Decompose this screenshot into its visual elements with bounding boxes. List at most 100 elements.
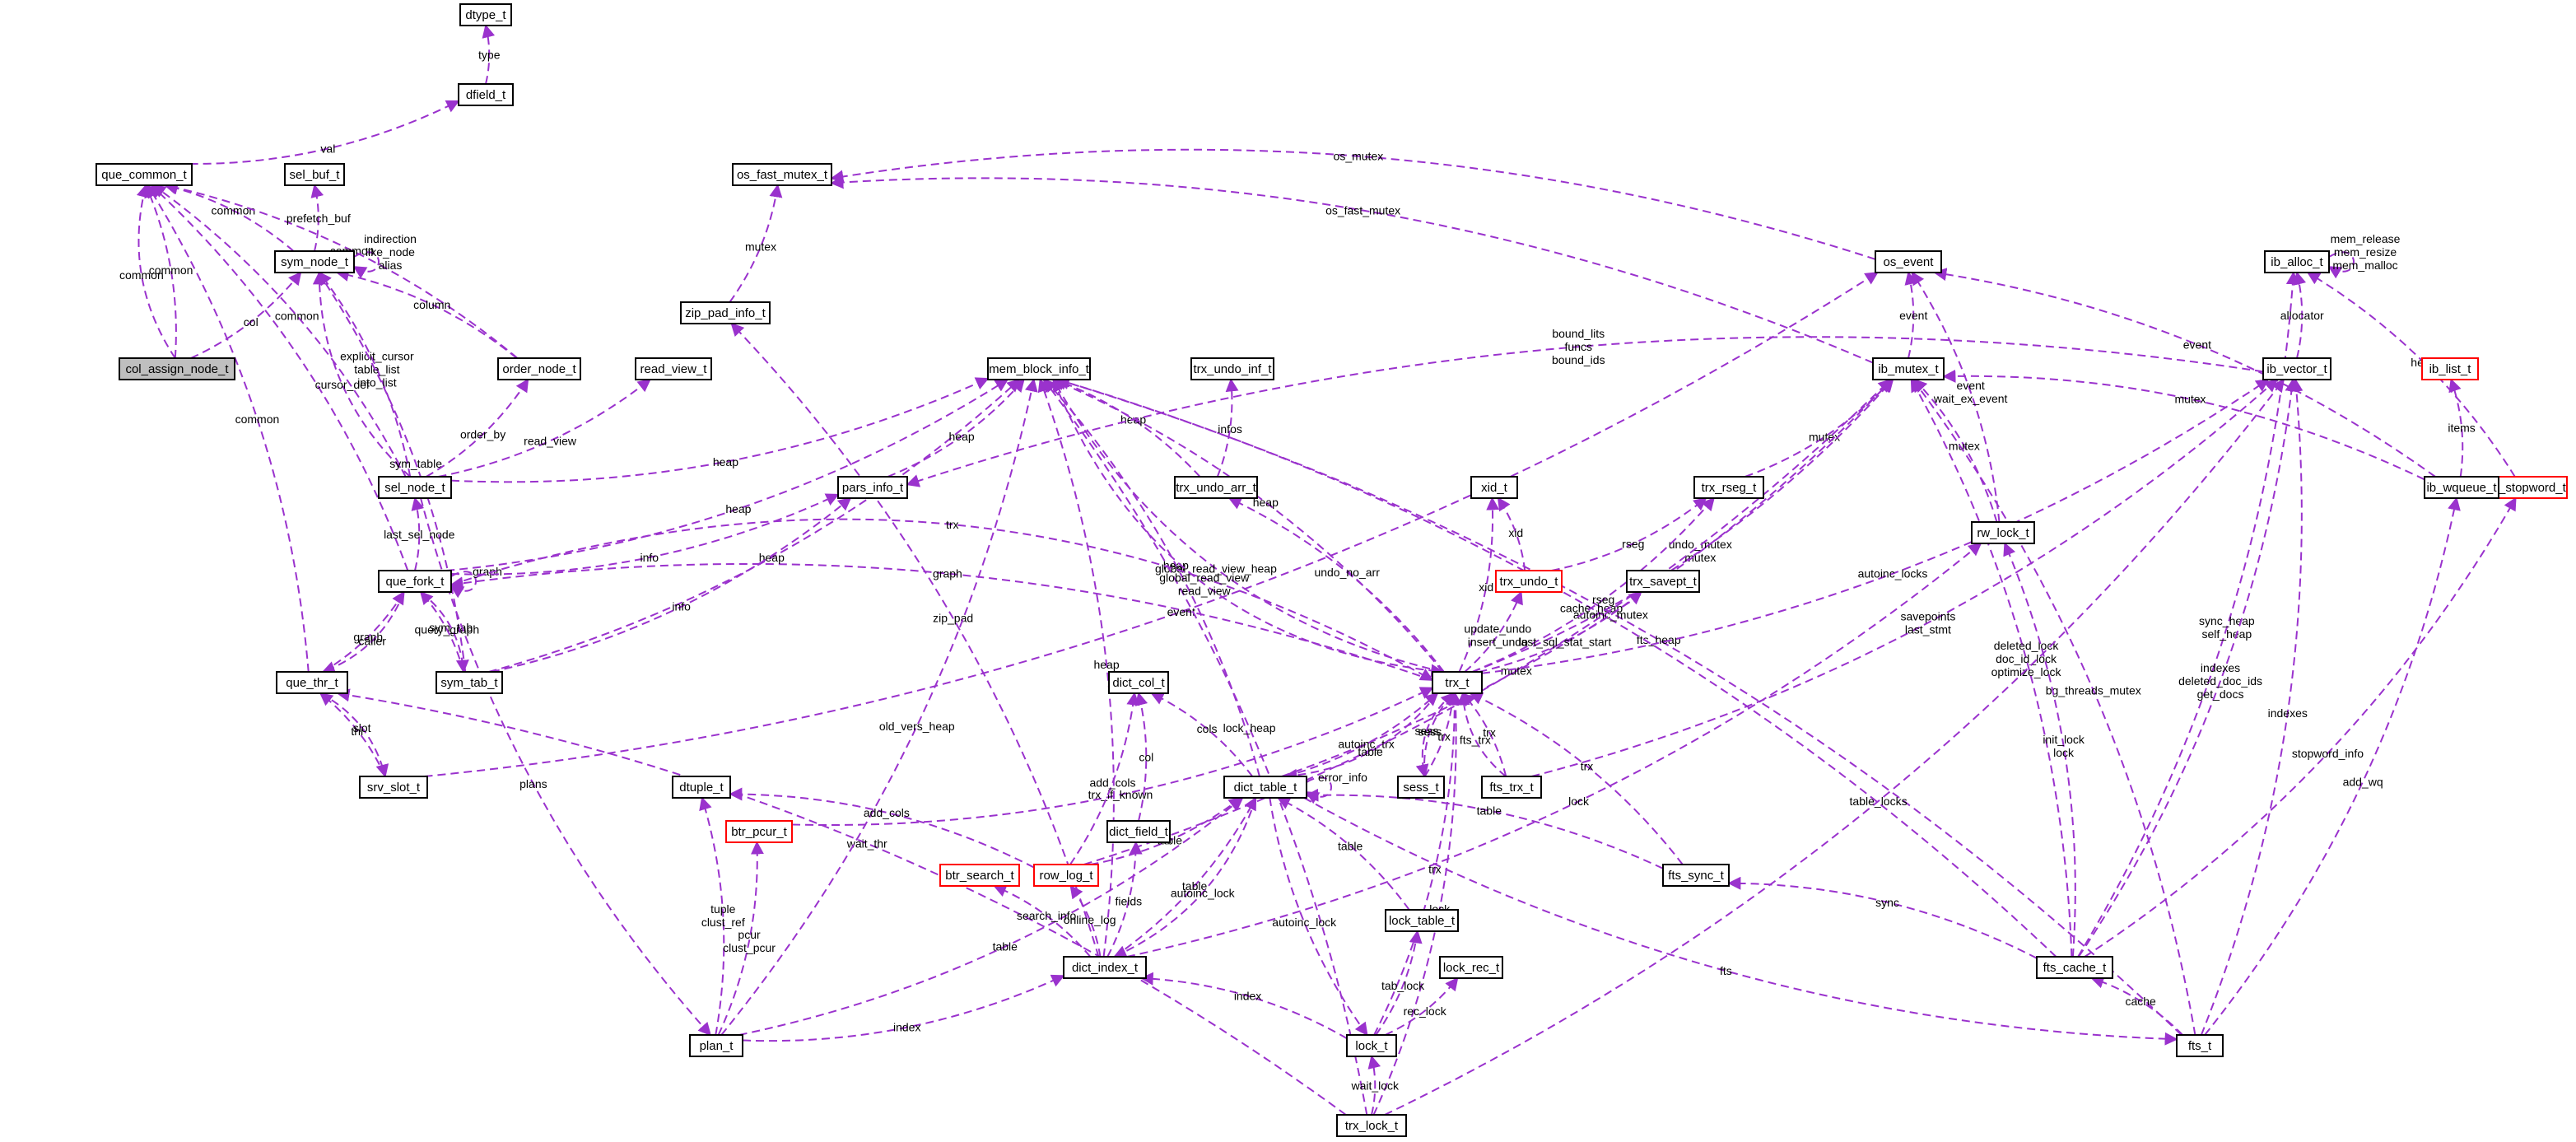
node-box[interactable] (1385, 909, 1459, 932)
node-box[interactable] (680, 301, 771, 324)
node-box[interactable] (458, 83, 514, 106)
node-ib_list_t[interactable]: ib_list_t (2421, 357, 2479, 380)
node-que_common_t[interactable]: que_common_t (95, 163, 193, 186)
node-dict_col_t[interactable]: dict_col_t (1108, 671, 1169, 694)
node-trx_t[interactable]: trx_t (1432, 671, 1483, 694)
node-plan_t[interactable]: plan_t (689, 1034, 743, 1057)
node-box[interactable] (725, 820, 793, 843)
node-box[interactable] (2424, 476, 2499, 499)
node-box[interactable] (1190, 357, 1274, 380)
node-box[interactable] (1108, 671, 1169, 694)
node-box[interactable] (1336, 1114, 1407, 1137)
node-box[interactable] (1063, 956, 1147, 979)
node-box[interactable] (1174, 476, 1258, 499)
node-box[interactable] (119, 357, 235, 380)
node-lock_rec_t[interactable]: lock_rec_t (1439, 956, 1503, 979)
node-box[interactable] (939, 864, 1020, 887)
node-dfield_t[interactable]: dfield_t (458, 83, 514, 106)
node-que_fork_t[interactable]: que_fork_t (378, 570, 452, 593)
node-box[interactable] (436, 671, 503, 694)
node-fts_sync_t[interactable]: fts_sync_t (1662, 864, 1730, 887)
node-lock_table_t[interactable]: lock_table_t (1385, 909, 1459, 932)
node-ib_alloc_t[interactable]: ib_alloc_t (2264, 250, 2330, 273)
node-pars_info_t[interactable]: pars_info_t (837, 476, 908, 499)
node-fts_cache_t[interactable]: fts_cache_t (2036, 956, 2113, 979)
node-col_assign_node_t[interactable]: col_assign_node_t (119, 357, 235, 380)
node-srv_slot_t[interactable]: srv_slot_t (359, 776, 428, 799)
node-box[interactable] (2264, 250, 2330, 273)
node-box[interactable] (1470, 476, 1518, 499)
node-box[interactable] (378, 476, 452, 499)
node-box[interactable] (2036, 956, 2113, 979)
node-que_thr_t[interactable]: que_thr_t (276, 671, 348, 694)
node-box[interactable] (274, 250, 355, 273)
node-dict_field_t[interactable]: dict_field_t (1106, 820, 1171, 843)
node-box[interactable] (689, 1034, 743, 1057)
node-box[interactable] (1626, 570, 1700, 593)
node-btr_pcur_t[interactable]: btr_pcur_t (725, 820, 793, 843)
node-box[interactable] (459, 3, 512, 26)
node-dtuple_t[interactable]: dtuple_t (672, 776, 731, 799)
node-trx_rseg_t[interactable]: trx_rseg_t (1693, 476, 1764, 499)
node-box[interactable] (2421, 357, 2479, 380)
node-row_log_t[interactable]: row_log_t (1033, 864, 1099, 887)
node-os_event[interactable]: os_event (1875, 250, 1942, 273)
node-dtype_t[interactable]: dtype_t (459, 3, 512, 26)
node-box[interactable] (378, 570, 452, 593)
node-ib_vector_t[interactable]: ib_vector_t (2262, 357, 2331, 380)
node-sym_node_t[interactable]: sym_node_t (274, 250, 355, 273)
node-dict_index_t[interactable]: dict_index_t (1063, 956, 1147, 979)
node-box[interactable] (1346, 1034, 1397, 1057)
node-box[interactable] (732, 163, 832, 186)
node-box[interactable] (359, 776, 428, 799)
node-xid_t[interactable]: xid_t (1470, 476, 1518, 499)
node-trx_undo_arr_t[interactable]: trx_undo_arr_t (1174, 476, 1258, 499)
node-box[interactable] (2176, 1034, 2224, 1057)
node-box[interactable] (1439, 956, 1503, 979)
node-trx_undo_inf_t[interactable]: trx_undo_inf_t (1190, 357, 1274, 380)
node-trx_savept_t[interactable]: trx_savept_t (1626, 570, 1700, 593)
node-fts_trx_t[interactable]: fts_trx_t (1481, 776, 1542, 799)
node-trx_undo_t[interactable]: trx_undo_t (1495, 570, 1563, 593)
node-box[interactable] (95, 163, 193, 186)
edge-label: autoinc_trx (1338, 738, 1394, 751)
node-box[interactable] (1693, 476, 1764, 499)
node-box[interactable] (672, 776, 731, 799)
node-box[interactable] (1106, 820, 1171, 843)
node-zip_pad_info_t[interactable]: zip_pad_info_t (680, 301, 771, 324)
node-order_node_t[interactable]: order_node_t (497, 357, 581, 380)
node-box[interactable] (1481, 776, 1542, 799)
node-ib_wqueue_t[interactable]: ib_wqueue_t (2424, 476, 2499, 499)
node-box[interactable] (1872, 357, 1945, 380)
node-box[interactable] (1223, 776, 1307, 799)
node-sel_node_t[interactable]: sel_node_t (378, 476, 452, 499)
node-box[interactable] (1971, 521, 2035, 544)
node-box[interactable] (1432, 671, 1483, 694)
node-lock_t[interactable]: lock_t (1346, 1034, 1397, 1057)
node-box[interactable] (837, 476, 908, 499)
node-box[interactable] (284, 163, 345, 186)
node-label: dict_col_t (1112, 676, 1165, 690)
node-sess_t[interactable]: sess_t (1397, 776, 1445, 799)
node-trx_lock_t[interactable]: trx_lock_t (1336, 1114, 1407, 1137)
node-rw_lock_t[interactable]: rw_lock_t (1971, 521, 2035, 544)
node-os_fast_mutex_t[interactable]: os_fast_mutex_t (732, 163, 832, 186)
node-box[interactable] (1662, 864, 1730, 887)
node-read_view_t[interactable]: read_view_t (635, 357, 712, 380)
node-box[interactable] (497, 357, 581, 380)
node-box[interactable] (1495, 570, 1563, 593)
node-btr_search_t[interactable]: btr_search_t (939, 864, 1020, 887)
node-sel_buf_t[interactable]: sel_buf_t (284, 163, 345, 186)
node-mem_block_info_t[interactable]: mem_block_info_t (987, 357, 1091, 380)
node-box[interactable] (276, 671, 348, 694)
node-box[interactable] (1397, 776, 1445, 799)
node-box[interactable] (1875, 250, 1942, 273)
node-box[interactable] (2262, 357, 2331, 380)
node-dict_table_t[interactable]: dict_table_t (1223, 776, 1307, 799)
node-box[interactable] (987, 357, 1091, 380)
node-box[interactable] (635, 357, 712, 380)
node-ib_mutex_t[interactable]: ib_mutex_t (1872, 357, 1945, 380)
node-sym_tab_t[interactable]: sym_tab_t (436, 671, 503, 694)
node-fts_t[interactable]: fts_t (2176, 1034, 2224, 1057)
node-box[interactable] (1033, 864, 1099, 887)
